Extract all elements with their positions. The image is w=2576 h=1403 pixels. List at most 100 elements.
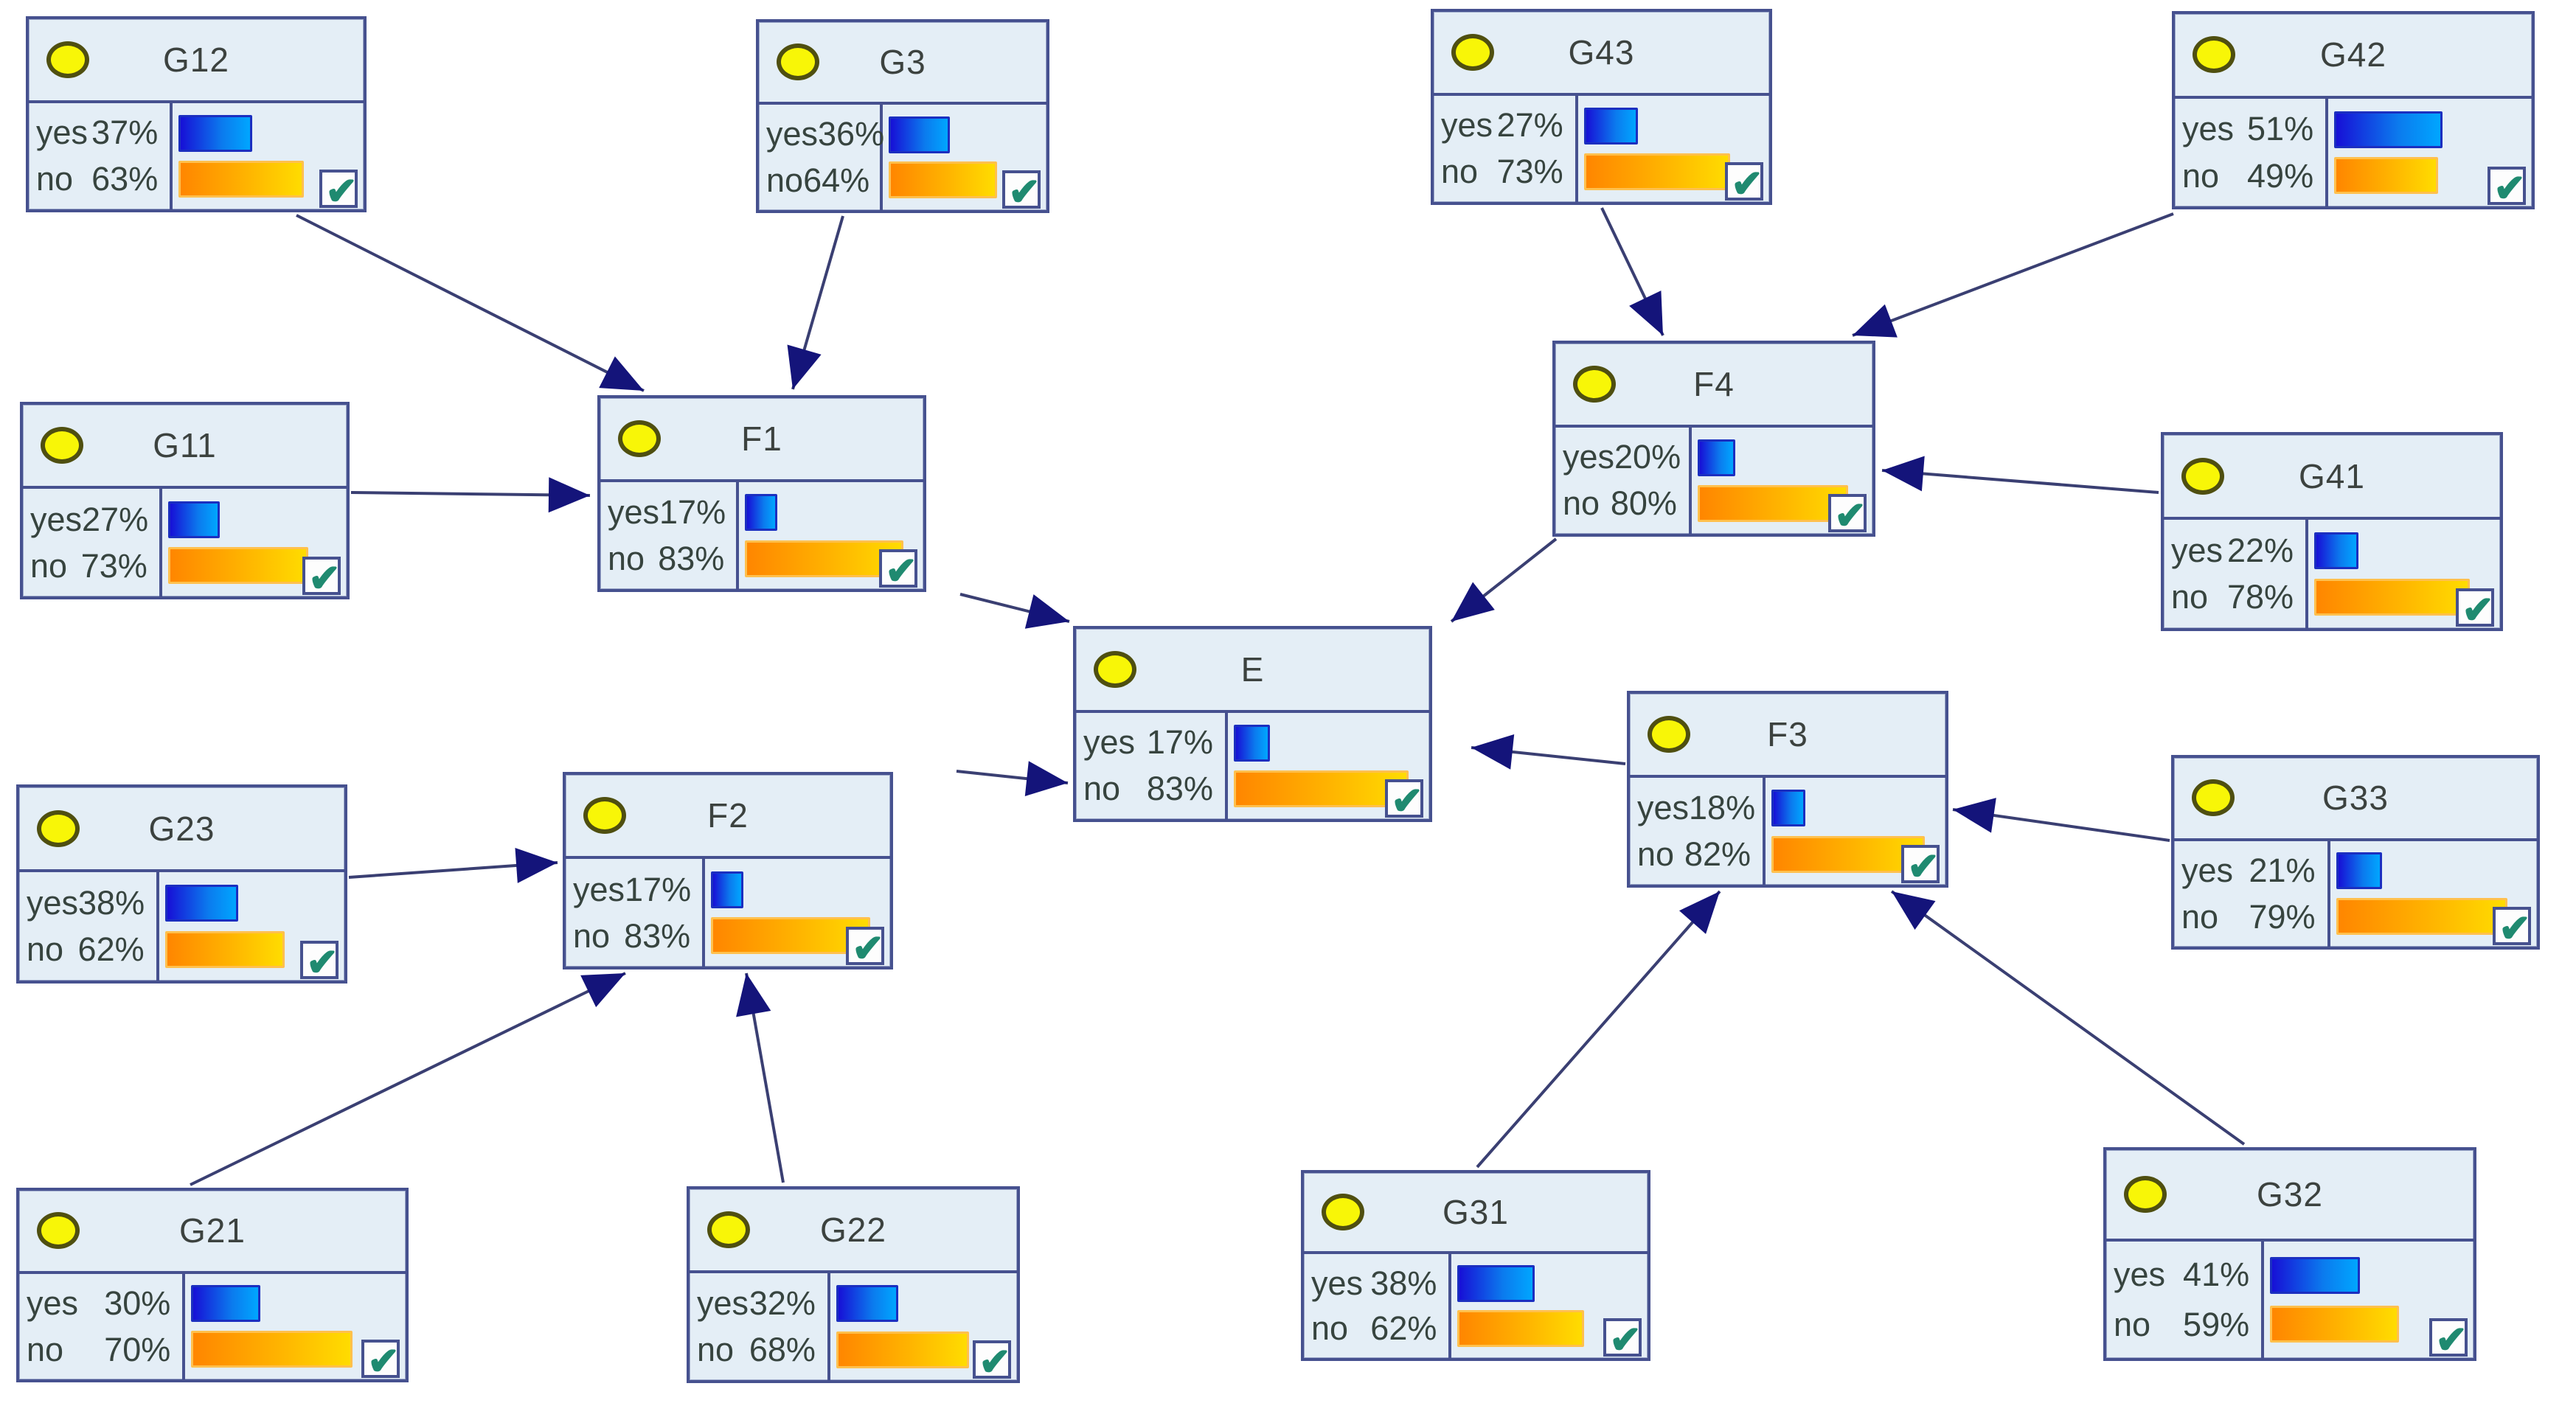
yes-probability-bar — [1233, 724, 1270, 762]
evidence-checkbox[interactable]: ✔ — [361, 1339, 400, 1381]
edge-G21-F2[interactable] — [190, 972, 626, 1186]
node-header: G22 — [690, 1189, 1017, 1273]
evidence-checkbox[interactable]: ✔ — [879, 549, 917, 591]
chance-node-ellipse-icon — [2181, 457, 2224, 495]
edge-F3-E[interactable] — [1471, 734, 1626, 770]
edge-F1-E[interactable] — [959, 593, 1070, 629]
edge-G22-F2[interactable] — [736, 972, 785, 1183]
no-probability-bar — [1583, 153, 1730, 190]
state-yes-label: yes — [2114, 1256, 2166, 1294]
no-probability-bar — [191, 1331, 353, 1368]
edge-F4-E[interactable] — [1450, 537, 1558, 623]
probability-bars — [2264, 1242, 2473, 1358]
state-no-label: no — [1563, 484, 1600, 523]
node-title: G11 — [153, 426, 217, 465]
evidence-checkbox[interactable]: ✔ — [302, 556, 341, 598]
state-no-label: no — [2182, 156, 2220, 195]
chance-node-ellipse-icon — [37, 810, 80, 847]
state-yes-percent: 17% — [1146, 723, 1213, 762]
edge-G3-F1[interactable] — [787, 215, 844, 390]
state-yes-label: yes — [1441, 106, 1493, 145]
state-yes-label: yes — [1563, 438, 1615, 476]
node-title: F1 — [741, 419, 782, 458]
evidence-checkbox[interactable]: ✔ — [1828, 493, 1867, 535]
evidence-checkbox[interactable]: ✔ — [973, 1340, 1011, 1382]
edge-G43-F4[interactable] — [1600, 207, 1664, 336]
evidence-checkbox[interactable]: ✔ — [1901, 844, 1940, 886]
probability-bars — [1692, 428, 1872, 534]
probability-bars — [1578, 96, 1769, 202]
no-probability-bar — [1771, 835, 1926, 873]
edge-G12-F1[interactable] — [296, 214, 645, 392]
no-probability-bar — [1457, 1310, 1585, 1348]
evidence-checkbox[interactable]: ✔ — [1725, 161, 1763, 203]
evidence-checkbox[interactable]: ✔ — [1385, 779, 1423, 821]
edge-F2-E[interactable] — [956, 761, 1069, 796]
state-yes-percent: 51% — [2247, 110, 2314, 148]
edge-G31-F3[interactable] — [1476, 890, 1721, 1169]
state-yes-label: yes — [1311, 1264, 1364, 1302]
no-probability-bar — [711, 917, 871, 955]
no-probability-bar — [2334, 157, 2439, 195]
state-no-percent: 59% — [2183, 1305, 2250, 1343]
evidence-checkbox[interactable]: ✔ — [2429, 1317, 2468, 1360]
edge-G42-F4[interactable] — [1852, 212, 2174, 338]
evidence-checkbox[interactable]: ✔ — [2456, 588, 2494, 630]
evidence-checkbox[interactable]: ✔ — [2488, 166, 2526, 208]
edge-G32-F3[interactable] — [1890, 890, 2246, 1146]
node-header: G3 — [759, 22, 1046, 105]
edge-G41-F4[interactable] — [1881, 456, 2159, 494]
state-no-percent: 83% — [1146, 770, 1213, 808]
evidence-checkbox[interactable]: ✔ — [319, 169, 358, 211]
evidence-checkbox[interactable]: ✔ — [2493, 906, 2531, 948]
edge-G33-F3[interactable] — [1952, 798, 2170, 842]
state-no-label: no — [697, 1330, 735, 1368]
state-yes-percent: 18% — [1689, 788, 1756, 826]
evidence-checkbox[interactable]: ✔ — [1603, 1317, 1642, 1360]
node-title: G12 — [163, 40, 229, 79]
edge-G11-F1[interactable] — [350, 477, 591, 513]
evidence-checkbox[interactable]: ✔ — [1002, 170, 1041, 212]
probability-bars — [830, 1273, 1017, 1380]
yes-probability-bar — [1583, 107, 1638, 145]
yes-probability-bar — [1457, 1265, 1535, 1303]
state-yes-percent: 22% — [2227, 531, 2294, 569]
state-yes-label: yes — [2182, 110, 2235, 148]
evidence-checkbox[interactable]: ✔ — [300, 940, 339, 982]
node-title: G33 — [2322, 779, 2389, 818]
evidence-checkbox[interactable]: ✔ — [846, 926, 884, 968]
state-no-percent: 83% — [658, 539, 725, 577]
edge-G23-F2[interactable] — [348, 848, 558, 883]
